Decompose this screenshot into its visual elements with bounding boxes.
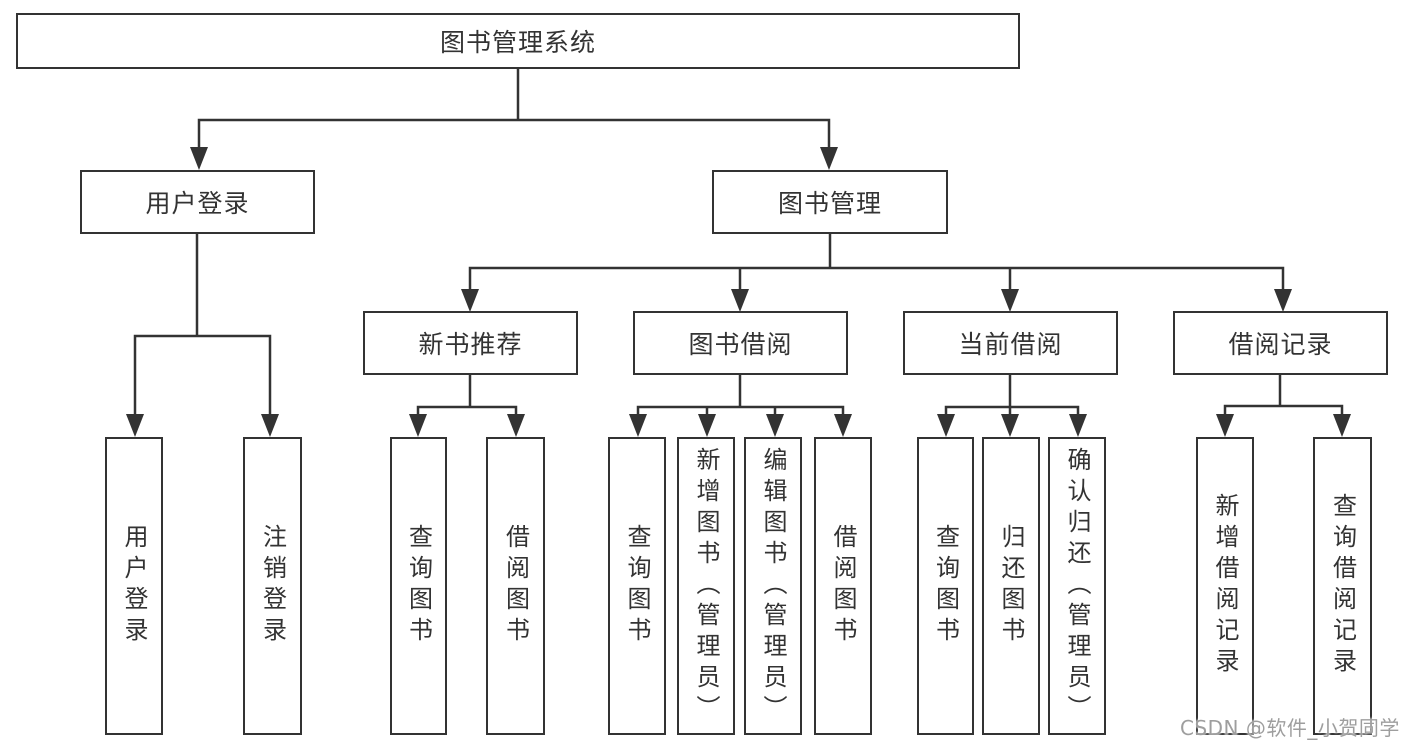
- csdn-watermark: CSDN @软件_小贺同学: [1180, 716, 1400, 740]
- connector-root-to-level2: [190, 68, 838, 170]
- leaf-logout: 注销登录: [243, 437, 302, 735]
- leaf-query-books-current: 查询图书: [917, 437, 974, 735]
- node-book-mgmt: 图书管理: [712, 170, 948, 234]
- leaf-query-borrow-record: 查询借阅记录: [1313, 437, 1372, 735]
- node-current-borrow: 当前借阅: [903, 311, 1118, 375]
- leaf-query-books-recommend: 查询图书: [390, 437, 447, 735]
- node-borrow-records: 借阅记录: [1173, 311, 1388, 375]
- leaf-edit-book-admin: 编辑图书（管理员）: [744, 437, 802, 735]
- leaf-query-books-borrow: 查询图书: [608, 437, 666, 735]
- leaf-borrow-books: 借阅图书: [814, 437, 872, 735]
- connector-book-borrow-leaves: [629, 375, 852, 437]
- node-root: 图书管理系统: [16, 13, 1020, 69]
- connector-borrow-records-leaves: [1216, 375, 1351, 437]
- leaf-return-book: 归还图书: [982, 437, 1040, 735]
- leaf-add-borrow-record: 新增借阅记录: [1196, 437, 1254, 735]
- node-book-borrow: 图书借阅: [633, 311, 848, 375]
- connector-current-borrow-leaves: [937, 375, 1087, 437]
- leaf-user-login: 用户登录: [105, 437, 163, 735]
- leaf-borrow-books-recommend: 借阅图书: [486, 437, 545, 735]
- leaf-confirm-return-admin: 确认归还（管理员）: [1048, 437, 1106, 735]
- leaf-add-book-admin: 新增图书（管理员）: [677, 437, 735, 735]
- node-user-login: 用户登录: [80, 170, 315, 234]
- connector-user-login-branch: [126, 233, 279, 437]
- node-new-book-recommend: 新书推荐: [363, 311, 578, 375]
- connector-book-mgmt-branch: [461, 233, 1292, 312]
- connector-new-book-recommend-leaves: [409, 375, 525, 437]
